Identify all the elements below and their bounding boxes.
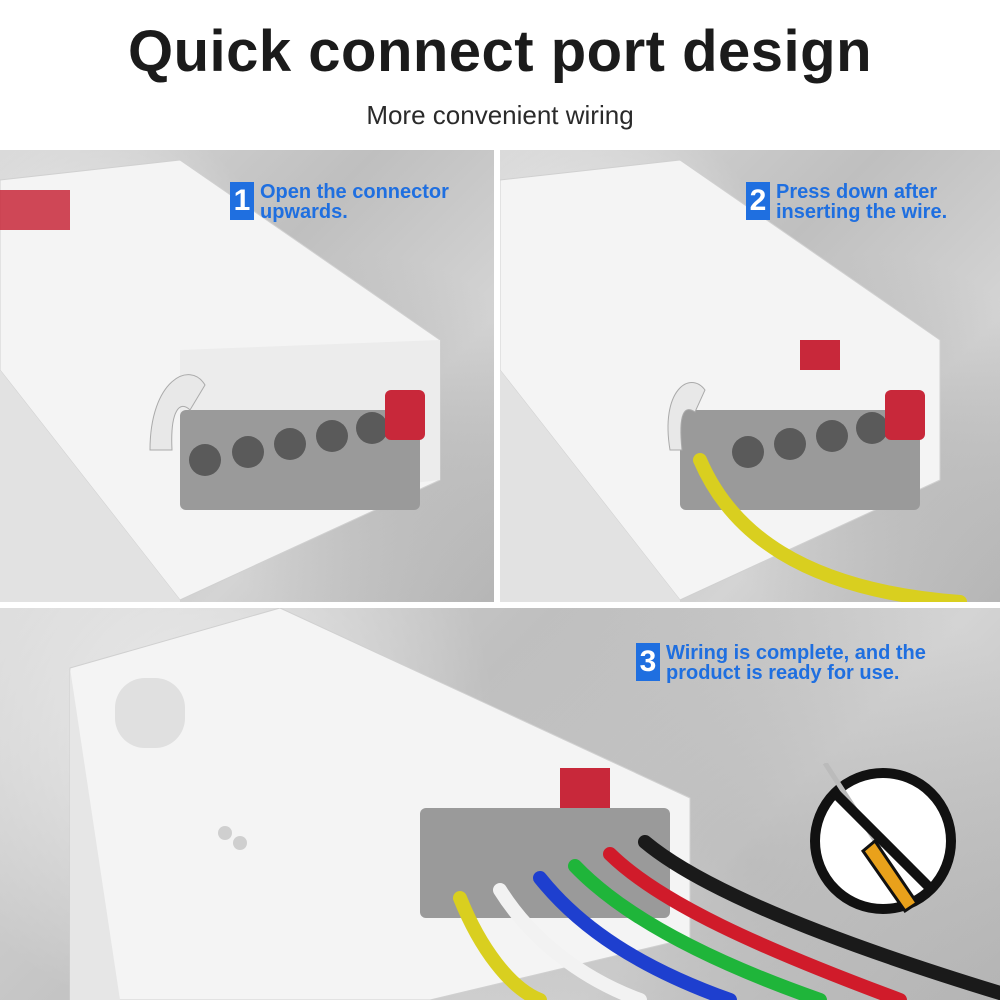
step-1-text: Open the connector upwards. bbox=[260, 181, 449, 223]
step-1-number: 1 bbox=[230, 182, 254, 220]
no-screwdriver-icon bbox=[810, 763, 956, 914]
step-3-callout: 3 Wiring is complete, and the product is… bbox=[636, 643, 926, 683]
step-2-panel: 2 Press down after inserting the wire. bbox=[500, 150, 1000, 602]
page-subtitle: More convenient wiring bbox=[366, 100, 634, 130]
step-3-number: 3 bbox=[636, 643, 660, 681]
controller-wired-illustration bbox=[69, 608, 1000, 1000]
step-2-number: 2 bbox=[746, 182, 770, 220]
step-2-callout: 2 Press down after inserting the wire. bbox=[746, 182, 947, 222]
step-3-panel: 3 Wiring is complete, and the product is… bbox=[0, 608, 1000, 1000]
page-title: Quick connect port design bbox=[127, 19, 873, 84]
controller-insert-illustration bbox=[500, 159, 967, 602]
step-1-panel: 1 Open the connector upwards. bbox=[0, 150, 494, 602]
step-3-text: Wiring is complete, and the product is r… bbox=[666, 642, 926, 684]
step-1-callout: 1 Open the connector upwards. bbox=[230, 182, 449, 222]
controller-open-illustration bbox=[0, 159, 441, 602]
step-2-text: Press down after inserting the wire. bbox=[776, 181, 948, 223]
